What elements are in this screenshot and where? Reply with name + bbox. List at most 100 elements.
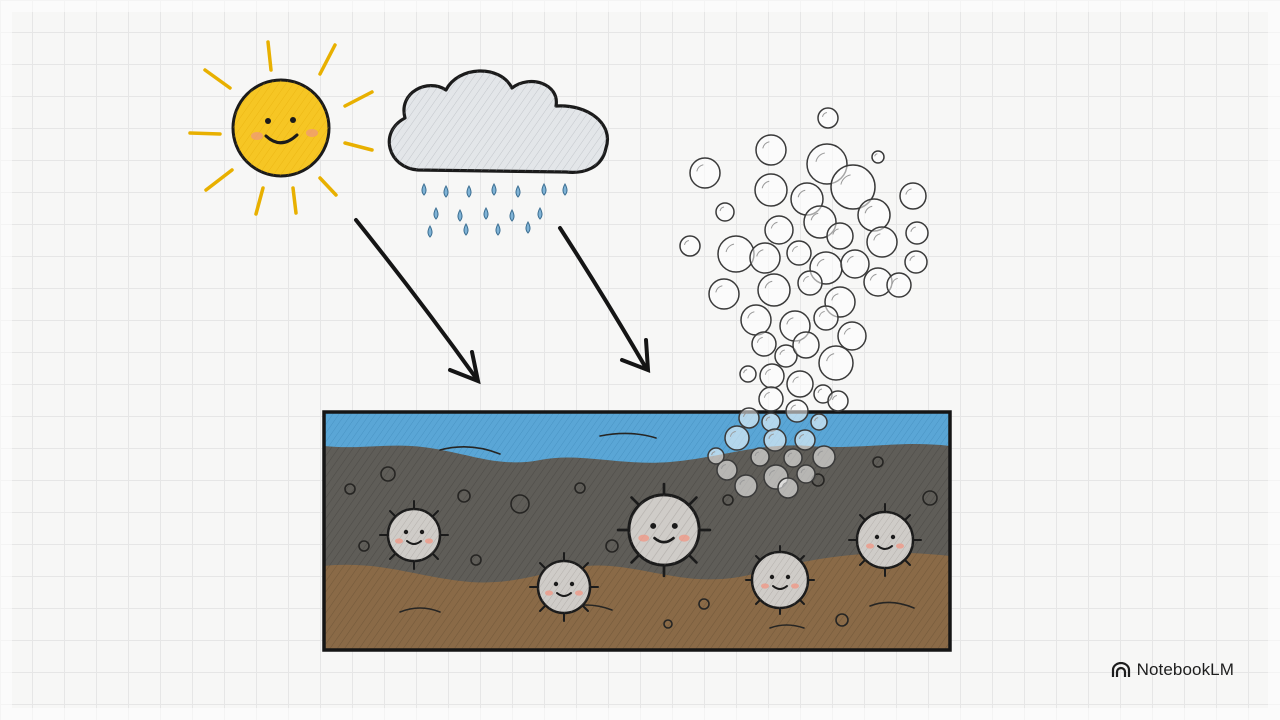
gas-bubble-icon (716, 459, 738, 481)
notebooklm-logo-icon (1111, 662, 1130, 677)
bubble-highlight (815, 152, 825, 162)
bubble-highlight (711, 451, 716, 456)
bubble-highlight (873, 233, 881, 241)
bubble-highlight (764, 368, 771, 375)
raindrop-icon (525, 220, 531, 234)
gas-bubble-icon (818, 345, 854, 381)
gas-bubble-icon (738, 407, 760, 429)
bubble-highlight (770, 221, 778, 229)
bubble-highlight (826, 353, 835, 362)
raindrop-icon (515, 184, 521, 198)
bubble-highlight (696, 164, 704, 172)
bubble-highlight (715, 285, 723, 293)
microbes (379, 482, 922, 622)
bubble-highlight (832, 395, 838, 401)
gas-bubble-icon (749, 242, 781, 274)
raindrop-icon (421, 182, 427, 196)
bubble-highlight (747, 311, 755, 319)
bubble-highlight (891, 277, 898, 284)
raindrop-icon (541, 182, 547, 196)
raindrop-icon (537, 206, 543, 220)
gas-bubble-icon (717, 235, 755, 273)
bubble-highlight (768, 433, 774, 439)
bubble-highlight (756, 336, 763, 343)
bubble-highlight (799, 434, 805, 440)
gas-bubble-icon (715, 202, 735, 222)
bubble-highlight (739, 479, 745, 485)
bubble-highlight (797, 189, 806, 198)
gas-bubble-icon (759, 363, 785, 389)
bubble-highlight (798, 337, 805, 344)
gas-bubble-icon (785, 399, 809, 423)
bubble-highlight (725, 243, 735, 253)
rain-cloud-icon (387, 69, 610, 174)
gas-bubble-icon (777, 477, 799, 499)
gas-bubble-icon (786, 370, 814, 398)
gas-bubble-icon (750, 447, 770, 467)
gas-bubble-icon (734, 474, 758, 498)
bubble-highlight (869, 273, 877, 281)
smiling-microbe-icon (616, 482, 712, 578)
gas-bubble-icon (757, 273, 791, 307)
raindrop-icon (443, 184, 449, 198)
bubble-highlight (754, 451, 760, 457)
gas-bubble-icon (826, 222, 854, 250)
gas-bubble-icon (739, 365, 757, 383)
bubble-highlight (743, 369, 748, 374)
raindrop-icon (495, 222, 501, 236)
bubble-highlight (792, 376, 799, 383)
arrow-down-right-icon (354, 218, 481, 385)
raindrop-icon (491, 182, 497, 196)
gas-bubble-icon (837, 321, 867, 351)
gas-bubble-icon (783, 448, 803, 468)
gas-bubble-icon (817, 107, 839, 129)
bubble-highlight (817, 450, 823, 456)
bubble-highlight (790, 404, 796, 410)
gas-bubble-icon (761, 412, 781, 432)
bubble-highlight (756, 249, 764, 257)
raindrop-icon (562, 182, 568, 196)
gas-bubble-icon (707, 447, 725, 465)
bubble-highlight (810, 212, 819, 221)
bubble-highlight (761, 180, 770, 189)
gas-bubble-icon (708, 278, 740, 310)
bubble-highlight (719, 206, 725, 212)
bubble-highlight (864, 205, 873, 214)
bubble-highlight (762, 141, 770, 149)
bubble-highlight (909, 255, 915, 261)
raindrop-icon (463, 222, 469, 236)
gas-bubble-icon (830, 164, 876, 210)
gas-bubble-icon (812, 445, 836, 469)
gas-bubble-icon (797, 270, 823, 296)
gas-bubble-icon (904, 250, 928, 274)
bubble-highlight (831, 293, 839, 301)
gas-bubble-icon (871, 150, 885, 164)
gas-bubble-icon (751, 331, 777, 357)
bubble-highlight (779, 349, 785, 355)
gas-bubble-icon (758, 386, 784, 412)
bubble-highlight (786, 317, 794, 325)
raindrop-icon (466, 184, 472, 198)
gas-bubble-icon (840, 249, 870, 279)
gas-bubble-icon (774, 344, 798, 368)
bubble-highlight (791, 245, 798, 252)
bubble-highlight (814, 417, 819, 422)
bubble-highlight (787, 452, 793, 458)
bubble-highlight (822, 112, 828, 118)
smiling-microbe-icon (745, 545, 815, 615)
gas-bubble-icon (754, 173, 788, 207)
smiling-microbe-icon (529, 552, 599, 622)
bubble-highlight (816, 258, 825, 267)
bubble-highlight (905, 188, 912, 195)
bubble-highlight (768, 469, 775, 476)
gas-bubble-icon (810, 413, 828, 431)
bubble-highlight (743, 412, 749, 418)
raindrop-icon (427, 224, 433, 238)
gas-bubble-icon (679, 235, 701, 257)
bubble-highlight (910, 226, 916, 232)
gas-bubble-icon (740, 304, 772, 336)
bubble-highlight (729, 430, 736, 437)
gas-bubble-icon (689, 157, 721, 189)
